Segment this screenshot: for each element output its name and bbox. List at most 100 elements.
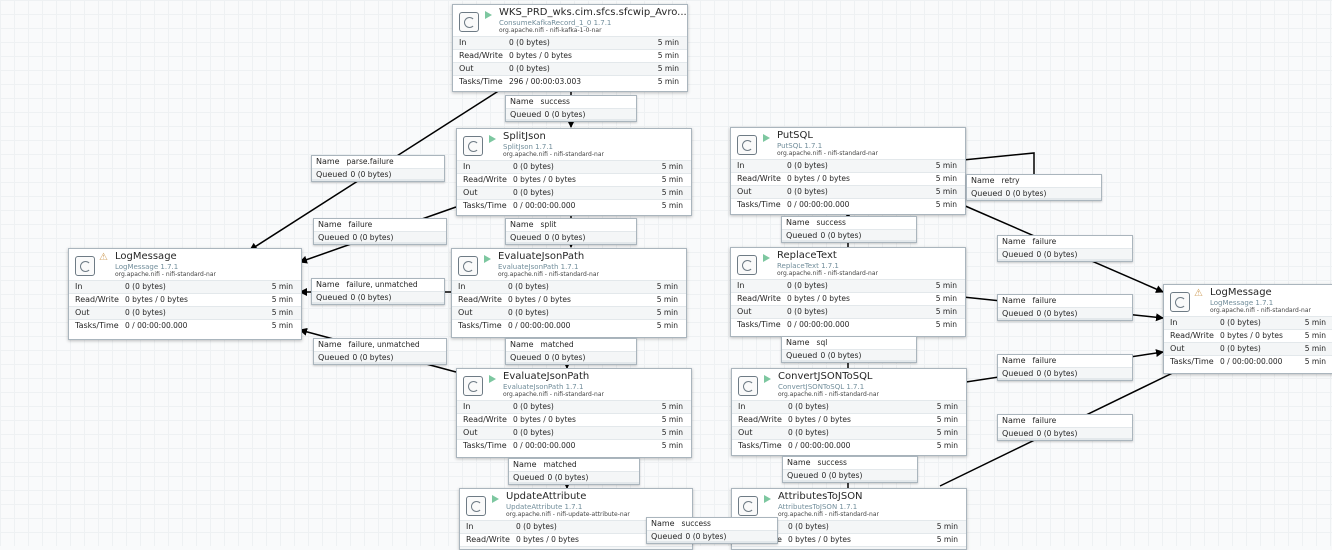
processor-type: EvaluateJsonPath 1.7.1 (503, 383, 584, 391)
stat-row-in: In 0 (0 bytes) 5 min (731, 279, 965, 292)
queue-progress-bar (998, 378, 1132, 380)
connection-c-success-4[interactable]: Name success Queued 0 (0 bytes) (782, 456, 918, 483)
connection-c-parse-failure[interactable]: Name parse.failure Queued 0 (0 bytes) (311, 155, 445, 182)
play-icon (763, 254, 770, 262)
connection-c-success-2[interactable]: Name success Queued 0 (0 bytes) (646, 517, 778, 544)
stat-period: 5 min (661, 175, 683, 184)
play-icon (763, 134, 770, 142)
processor-updateattr[interactable]: UpdateAttribute UpdateAttribute 1.7.1 or… (459, 488, 693, 550)
connection-queued: 0 (0 bytes) (685, 532, 727, 541)
connection-c-failure-1[interactable]: Name failure Queued 0 (0 bytes) (313, 218, 447, 245)
stat-period: 5 min (936, 522, 958, 531)
processor-header: ConvertJSONToSQL ConvertJSONToSQL 1.7.1 … (732, 369, 966, 400)
processor-convertjson[interactable]: ConvertJSONToSQL ConvertJSONToSQL 1.7.1 … (731, 368, 967, 456)
stat-label: Tasks/Time (738, 441, 782, 450)
stat-label: Tasks/Time (1170, 357, 1214, 366)
stat-value: 0 / 00:00:00.000 (788, 441, 851, 450)
connection-c-fail-unmatched-2[interactable]: Name failure, unmatched Queued 0 (0 byte… (313, 338, 447, 365)
connection-queued: 0 (0 bytes) (820, 231, 862, 240)
processor-stats: In 0 (0 bytes) 5 min Read/Write 0 bytes … (731, 159, 965, 211)
connection-queued-label: Queued (971, 189, 1003, 198)
stat-label: In (737, 281, 745, 290)
connection-name-label: Name (1002, 237, 1026, 246)
processor-putsql[interactable]: PutSQL PutSQL 1.7.1 org.apache.nifi - ni… (730, 127, 966, 215)
connection-c-failure-5[interactable]: Name failure Queued 0 (0 bytes) (997, 414, 1133, 441)
stat-period: 5 min (935, 200, 957, 209)
stat-period: 5 min (657, 64, 679, 73)
stat-label: Tasks/Time (737, 320, 781, 329)
stat-period: 5 min (935, 281, 957, 290)
stat-row-rw: Read/Write 0 bytes / 0 bytes 5 min (457, 413, 691, 426)
stat-row-out: Out 0 (0 bytes) 5 min (460, 546, 692, 549)
stat-label: In (458, 282, 466, 291)
processor-splitjson[interactable]: SplitJson SplitJson 1.7.1 org.apache.nif… (456, 128, 692, 216)
queue-progress-bar (783, 480, 917, 482)
stat-row-tasks: Tasks/Time 296 / 00:00:03.003 5 min (453, 75, 687, 88)
connection-c-failure-4[interactable]: Name failure Queued 0 (0 bytes) (997, 354, 1133, 381)
connection-name-row: Name failure (998, 236, 1132, 248)
connection-c-failure-2[interactable]: Name failure Queued 0 (0 bytes) (997, 235, 1133, 262)
connection-queued: 0 (0 bytes) (544, 353, 586, 362)
stat-label: Out (737, 187, 752, 196)
processor-evaljson1[interactable]: EvaluateJsonPath EvaluateJsonPath 1.7.1 … (451, 248, 687, 338)
stat-period: 5 min (661, 162, 683, 171)
queue-progress-bar (967, 198, 1101, 200)
stat-row-rw: Read/Write 0 bytes / 0 bytes 5 min (452, 293, 686, 306)
stat-label: Out (75, 308, 90, 317)
stat-row-out: Out 0 (0 bytes) 5 min (732, 546, 966, 549)
processor-bundle: org.apache.nifi - nifi-kafka-1-0-nar (499, 27, 602, 34)
processor-icon (737, 135, 757, 155)
connection-c-retry[interactable]: Name retry Queued 0 (0 bytes) (966, 174, 1102, 201)
connection-c-success-3[interactable]: Name success Queued 0 (0 bytes) (781, 216, 917, 243)
processor-header: UpdateAttribute UpdateAttribute 1.7.1 or… (460, 489, 692, 520)
processor-type: UpdateAttribute 1.7.1 (506, 503, 583, 511)
processor-stats: In 0 (0 bytes) 5 min Read/Write 0 bytes … (731, 279, 965, 331)
connection-name-row: Name failure, unmatched (312, 279, 444, 291)
connection-queued-label: Queued (510, 353, 542, 362)
processor-evaljson2[interactable]: EvaluateJsonPath EvaluateJsonPath 1.7.1 … (456, 368, 692, 458)
processor-logmsg2[interactable]: ⚠ LogMessage LogMessage 1.7.1 org.apache… (1163, 284, 1332, 374)
processor-icon (737, 255, 757, 275)
stat-value: 0 (0 bytes) (788, 428, 829, 437)
connection-c-matched-2[interactable]: Name matched Queued 0 (0 bytes) (508, 458, 640, 485)
processor-name: AttributesToJSON (778, 491, 863, 502)
processor-name: SplitJson (503, 131, 546, 142)
processor-consume[interactable]: WKS_PRD_wks.cim.sfcs.sfcwip_Avro... Cons… (452, 4, 688, 92)
connection-queued-row: Queued 0 (0 bytes) (998, 367, 1132, 380)
connection-queued-label: Queued (318, 233, 350, 242)
connection-queued-row: Queued 0 (0 bytes) (506, 351, 636, 364)
stat-value: 0 (0 bytes) (1220, 344, 1261, 353)
connection-name-label: Name (510, 220, 534, 229)
processor-header: EvaluateJsonPath EvaluateJsonPath 1.7.1 … (457, 369, 691, 400)
connection-queued-label: Queued (651, 532, 683, 541)
stat-value: 0 (0 bytes) (513, 402, 554, 411)
stat-value: 0 (0 bytes) (513, 188, 554, 197)
stat-period: 5 min (936, 441, 958, 450)
connection-queued-label: Queued (510, 110, 542, 119)
connection-c-fail-unmatched-1[interactable]: Name failure, unmatched Queued 0 (0 byte… (311, 278, 445, 305)
connection-queued-row: Queued 0 (0 bytes) (509, 471, 639, 484)
connection-c-sql[interactable]: Name sql Queued 0 (0 bytes) (781, 336, 917, 363)
processor-icon (75, 256, 95, 276)
connection-c-failure-3[interactable]: Name failure Queued 0 (0 bytes) (997, 294, 1133, 321)
connection-name-label: Name (513, 460, 537, 469)
stat-label: Tasks/Time (463, 201, 507, 210)
connection-name-row: Name failure (998, 415, 1132, 427)
connection-c-matched-1[interactable]: Name matched Queued 0 (0 bytes) (505, 338, 637, 365)
stat-row-out: Out 0 (0 bytes) 5 min (731, 305, 965, 318)
stat-row-tasks: Tasks/Time 0 / 00:00:00.000 5 min (457, 199, 691, 212)
stat-period: 5 min (656, 321, 678, 330)
stat-row-tasks: Tasks/Time 0 / 00:00:00.000 5 min (731, 318, 965, 331)
play-icon (764, 375, 771, 383)
stat-value: 0 (0 bytes) (787, 307, 828, 316)
processor-bundle: org.apache.nifi - nifi-standard-nar (777, 150, 878, 157)
processor-icon (459, 12, 479, 32)
connection-queued-row: Queued 0 (0 bytes) (312, 291, 444, 304)
processor-stats: In 0 (0 bytes) 5 min Read/Write 0 bytes … (69, 280, 301, 332)
processor-stats: In 0 (0 bytes) 5 min Read/Write 0 bytes … (453, 36, 687, 88)
connection-c-split[interactable]: Name split Queued 0 (0 bytes) (505, 218, 637, 245)
processor-replacetext[interactable]: ReplaceText ReplaceText 1.7.1 org.apache… (730, 247, 966, 337)
connection-name: failure (1032, 237, 1057, 246)
processor-logmsg1[interactable]: ⚠ LogMessage LogMessage 1.7.1 org.apache… (68, 248, 302, 340)
connection-c-success-1[interactable]: Name success Queued 0 (0 bytes) (505, 95, 637, 122)
